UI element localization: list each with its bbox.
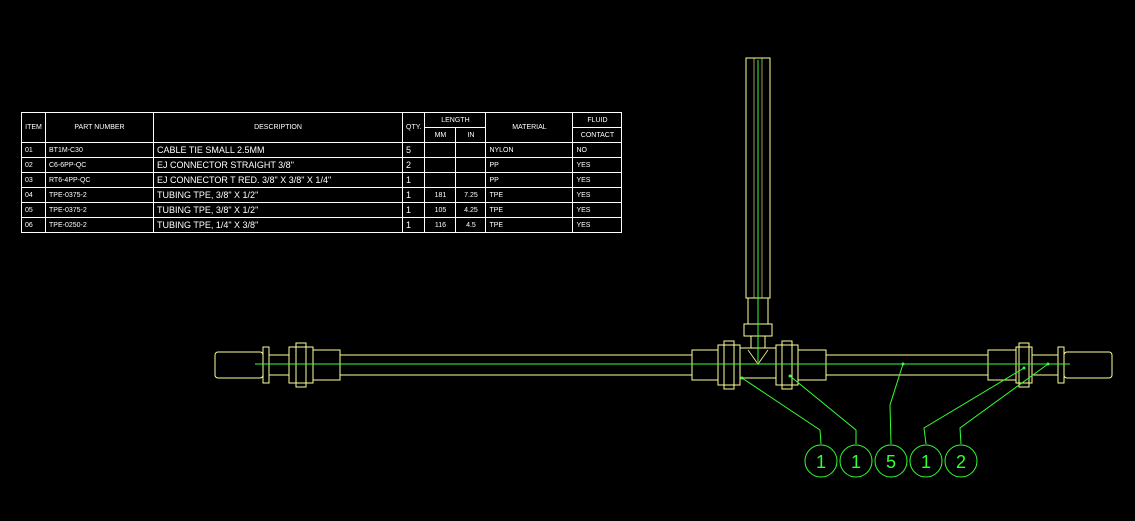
table-header-row: MM IN CONTACT bbox=[22, 127, 623, 143]
leader-line bbox=[923, 367, 1025, 445]
left-connector-body bbox=[288, 346, 314, 384]
left-connector-socket bbox=[312, 349, 341, 381]
balloon-label: 1 bbox=[851, 452, 861, 472]
right-barb-end bbox=[1063, 351, 1113, 379]
right-lock-ring bbox=[1018, 342, 1030, 388]
bill-of-materials-table: ITEM PART NUMBER DESCRIPTION QTY. LENGTH… bbox=[21, 112, 623, 233]
left-main-tube bbox=[339, 354, 693, 376]
cell-contact: YES bbox=[572, 217, 623, 233]
centerlines bbox=[255, 60, 1070, 365]
balloon-label: 5 bbox=[886, 452, 896, 472]
tee-right-socket bbox=[797, 349, 827, 381]
leader-line bbox=[959, 363, 1049, 445]
tee-left-socket bbox=[691, 349, 719, 381]
left-barb-end bbox=[214, 351, 264, 379]
cell-description: TUBING TPE, 1/4" X 3/8" bbox=[153, 217, 403, 233]
cell-qty: 1 bbox=[401, 217, 426, 233]
item-balloon: 2 bbox=[944, 444, 978, 478]
leader-line bbox=[789, 375, 857, 444]
tee-right-lock bbox=[775, 344, 799, 386]
balloon-label: 1 bbox=[921, 452, 931, 472]
tee-left-lock bbox=[717, 344, 741, 386]
right-barb-collar bbox=[1057, 346, 1065, 384]
item-balloon: 5 bbox=[874, 444, 908, 478]
balloon-label: 1 bbox=[816, 452, 826, 472]
left-connector-neck bbox=[268, 354, 290, 376]
assembly-outline bbox=[214, 57, 1113, 390]
left-barb-collar bbox=[262, 346, 270, 384]
tee-right-ring bbox=[781, 340, 793, 390]
item-balloon: 1 bbox=[839, 444, 873, 478]
leader-line bbox=[889, 363, 904, 445]
item-balloons: 1 1 5 1 2 bbox=[804, 444, 978, 478]
tee-left-ring bbox=[723, 340, 735, 390]
leader-dots bbox=[740, 362, 1050, 380]
right-main-tube bbox=[825, 354, 989, 376]
leader-lines bbox=[741, 363, 1049, 445]
item-balloon: 1 bbox=[804, 444, 838, 478]
leader-line bbox=[741, 377, 822, 445]
header-item: ITEM bbox=[21, 112, 46, 143]
cell-in: 4.5 bbox=[455, 217, 487, 233]
right-connector-neck bbox=[1031, 354, 1059, 376]
balloon-label: 2 bbox=[956, 452, 966, 472]
left-lock-ring bbox=[295, 342, 307, 388]
item-balloon: 1 bbox=[909, 444, 943, 478]
cell-mm: 116 bbox=[424, 217, 457, 233]
